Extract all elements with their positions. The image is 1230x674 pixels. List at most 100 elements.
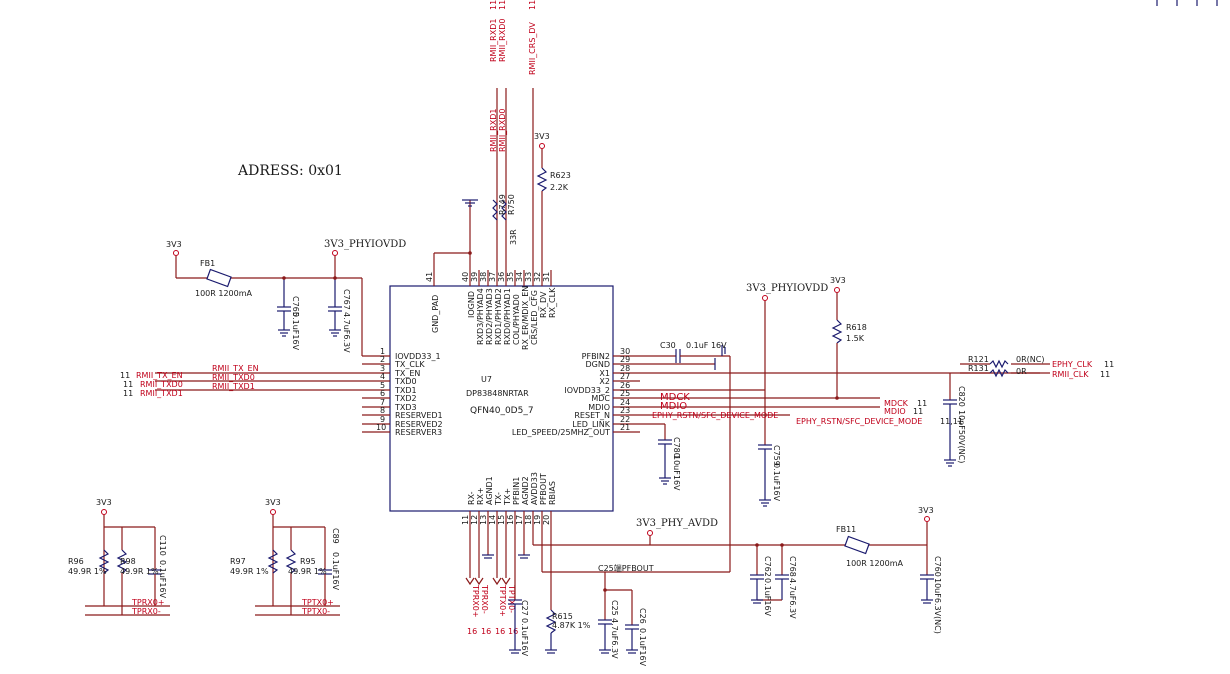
- svg-text:27: 27: [620, 372, 630, 381]
- svg-text:C759: C759: [772, 445, 781, 466]
- avdd-filter-section: C762 0.1uF16V C768 4.7uF6.3V FB11 100R 1…: [750, 506, 942, 634]
- svg-text:16: 16: [495, 627, 505, 636]
- tprx-termination: 3V3 TPRX0+ TPRX0- R96 49.9R 1% R98 49.9R…: [68, 498, 170, 616]
- pin-name: RESET_N: [574, 411, 610, 420]
- net-rmii-txd1: RMII_TXD1: [212, 382, 255, 391]
- svg-text:40: 40: [461, 272, 470, 282]
- svg-text:0.1uF16V: 0.1uF16V: [331, 552, 340, 591]
- svg-text:20: 20: [542, 515, 551, 525]
- svg-text:3V3: 3V3: [534, 132, 550, 141]
- chip-ref: U7: [481, 375, 492, 384]
- svg-text:C25: C25: [610, 600, 619, 616]
- svg-text:C110: C110: [158, 535, 167, 556]
- pin-name: RX_CLK: [548, 287, 557, 318]
- svg-text:16: 16: [481, 627, 491, 636]
- svg-text:R618: R618: [846, 323, 867, 332]
- net-rmii-txd0: RMII_TXD0: [212, 373, 255, 382]
- chip-body[interactable]: [389, 285, 614, 512]
- svg-text:39: 39: [470, 272, 479, 282]
- net-mdck: MDCK: [660, 392, 690, 403]
- pin-name: RX+: [476, 487, 485, 505]
- pin-name: RESERVED1: [395, 411, 443, 420]
- svg-text:33R: 33R: [509, 229, 518, 245]
- svg-text:10uF6.3V(NC): 10uF6.3V(NC): [933, 578, 942, 634]
- svg-text:C767: C767: [342, 289, 351, 310]
- svg-text:1.5K: 1.5K: [846, 334, 865, 343]
- top-rx-section: RMII_RXD1 RMII_RXD0 RMII_RXD1 RMII_RXD0 …: [434, 0, 571, 270]
- svg-text:TPTX0-: TPTX0-: [301, 607, 330, 616]
- svg-text:R95: R95: [300, 557, 316, 566]
- svg-text:EPHY_RSTN/SFC_DEVICE_MODE: EPHY_RSTN/SFC_DEVICE_MODE: [652, 411, 778, 420]
- svg-text:11: 11: [1104, 360, 1114, 369]
- pin-name: IOGND: [467, 291, 476, 318]
- pin-name: RESERVED2: [395, 420, 443, 429]
- svg-text:R96: R96: [68, 557, 84, 566]
- svg-text:TPRX0+: TPRX0+: [131, 598, 165, 607]
- svg-text:23: 23: [620, 406, 630, 415]
- svg-text:TPRX0-: TPRX0-: [480, 584, 489, 614]
- svg-text:13: 13: [479, 515, 488, 525]
- svg-text:36: 36: [497, 272, 506, 282]
- svg-text:35: 35: [506, 272, 515, 282]
- svg-text:10pF50V(NC): 10pF50V(NC): [957, 410, 966, 463]
- pin-name: MDIO: [588, 403, 610, 412]
- svg-text:49.9R 1%: 49.9R 1%: [288, 567, 327, 576]
- svg-text:C27: C27: [520, 600, 529, 616]
- pin-num: 5: [380, 381, 385, 390]
- svg-text:11: 11: [498, 0, 507, 10]
- svg-text:11,11: 11,11: [940, 417, 963, 426]
- svg-text:16: 16: [508, 627, 518, 636]
- pin-name: LED_SPEED/25MHZ_OUT: [512, 428, 610, 437]
- svg-text:4.87K 1%: 4.87K 1%: [552, 621, 591, 630]
- net-mdio: MDIO: [660, 401, 687, 412]
- svg-text:22: 22: [620, 415, 630, 424]
- svg-text:TPRX0+: TPRX0+: [471, 584, 480, 618]
- svg-text:C89: C89: [331, 528, 340, 544]
- svg-text:C765: C765: [291, 296, 300, 317]
- net-c25-pfbout: C25端PFBOUT: [598, 563, 654, 573]
- pin-name: TXD3: [394, 403, 417, 412]
- svg-text:16: 16: [506, 515, 515, 525]
- svg-text:RMII_CRS_DV: RMII_CRS_DV: [528, 22, 537, 75]
- pin-name: RESERVER3: [395, 428, 442, 437]
- svg-text:RMII_RXD1: RMII_RXD1: [489, 19, 498, 62]
- svg-text:EPHY_CLK: EPHY_CLK: [1052, 360, 1093, 369]
- pin-num: 3: [380, 364, 385, 373]
- pin-num: 1: [380, 347, 385, 356]
- svg-text:C762: C762: [763, 556, 772, 577]
- svg-text:16: 16: [467, 627, 477, 636]
- power-iovdd-section: 3V3 FB1 100R 1200mA 3V3_PHYIOVDD C765 0.…: [166, 239, 406, 356]
- svg-text:32: 32: [533, 272, 542, 282]
- pin-name: COL/PHYAD0: [512, 294, 521, 345]
- pin-name: RBIAS: [548, 481, 557, 505]
- bottom-pins: 11 12 13 14 15 16 17 18 19 20 RX- RX+ AG…: [461, 472, 557, 528]
- svg-text:C26: C26: [638, 608, 647, 624]
- svg-text:RMII_TX_EN: RMII_TX_EN: [136, 371, 183, 380]
- pin-name: IOVDD33_2: [564, 386, 610, 395]
- pin-num: 6: [380, 389, 385, 398]
- corner-marks: [1156, 0, 1218, 6]
- svg-text:C780: C780: [672, 437, 681, 458]
- svg-text:11: 11: [1100, 370, 1110, 379]
- svg-text:MDIO: MDIO: [884, 407, 906, 416]
- svg-text:33: 33: [524, 272, 533, 282]
- pin-name: RXD2/PHYAD3: [485, 288, 494, 345]
- svg-text:R131: R131: [968, 364, 989, 373]
- pin-num: 8: [380, 406, 385, 415]
- chip-part: DP83848NRTAR: [466, 389, 529, 398]
- svg-text:RMII_TXD1: RMII_TXD1: [140, 389, 183, 398]
- svg-text:C30: C30: [660, 341, 676, 350]
- pin-num: 10: [376, 423, 386, 432]
- svg-text:12: 12: [470, 515, 479, 525]
- svg-text:TPTX0+: TPTX0+: [301, 598, 334, 607]
- svg-text:11: 11: [917, 399, 927, 408]
- tptx-termination: 3V3 TPTX0+ TPTX0- R97 49.9R 1% R95 49.9R…: [230, 498, 340, 616]
- svg-text:R749: R749: [498, 194, 507, 215]
- pin-name: RXD3/PHYAD4: [476, 288, 485, 345]
- svg-text:R121: R121: [968, 355, 989, 364]
- svg-text:17: 17: [515, 515, 524, 525]
- svg-text:34: 34: [515, 272, 524, 282]
- svg-text:10uF16V: 10uF16V: [672, 455, 681, 491]
- svg-text:14: 14: [488, 515, 497, 525]
- fb1-ref: FB1: [200, 259, 215, 268]
